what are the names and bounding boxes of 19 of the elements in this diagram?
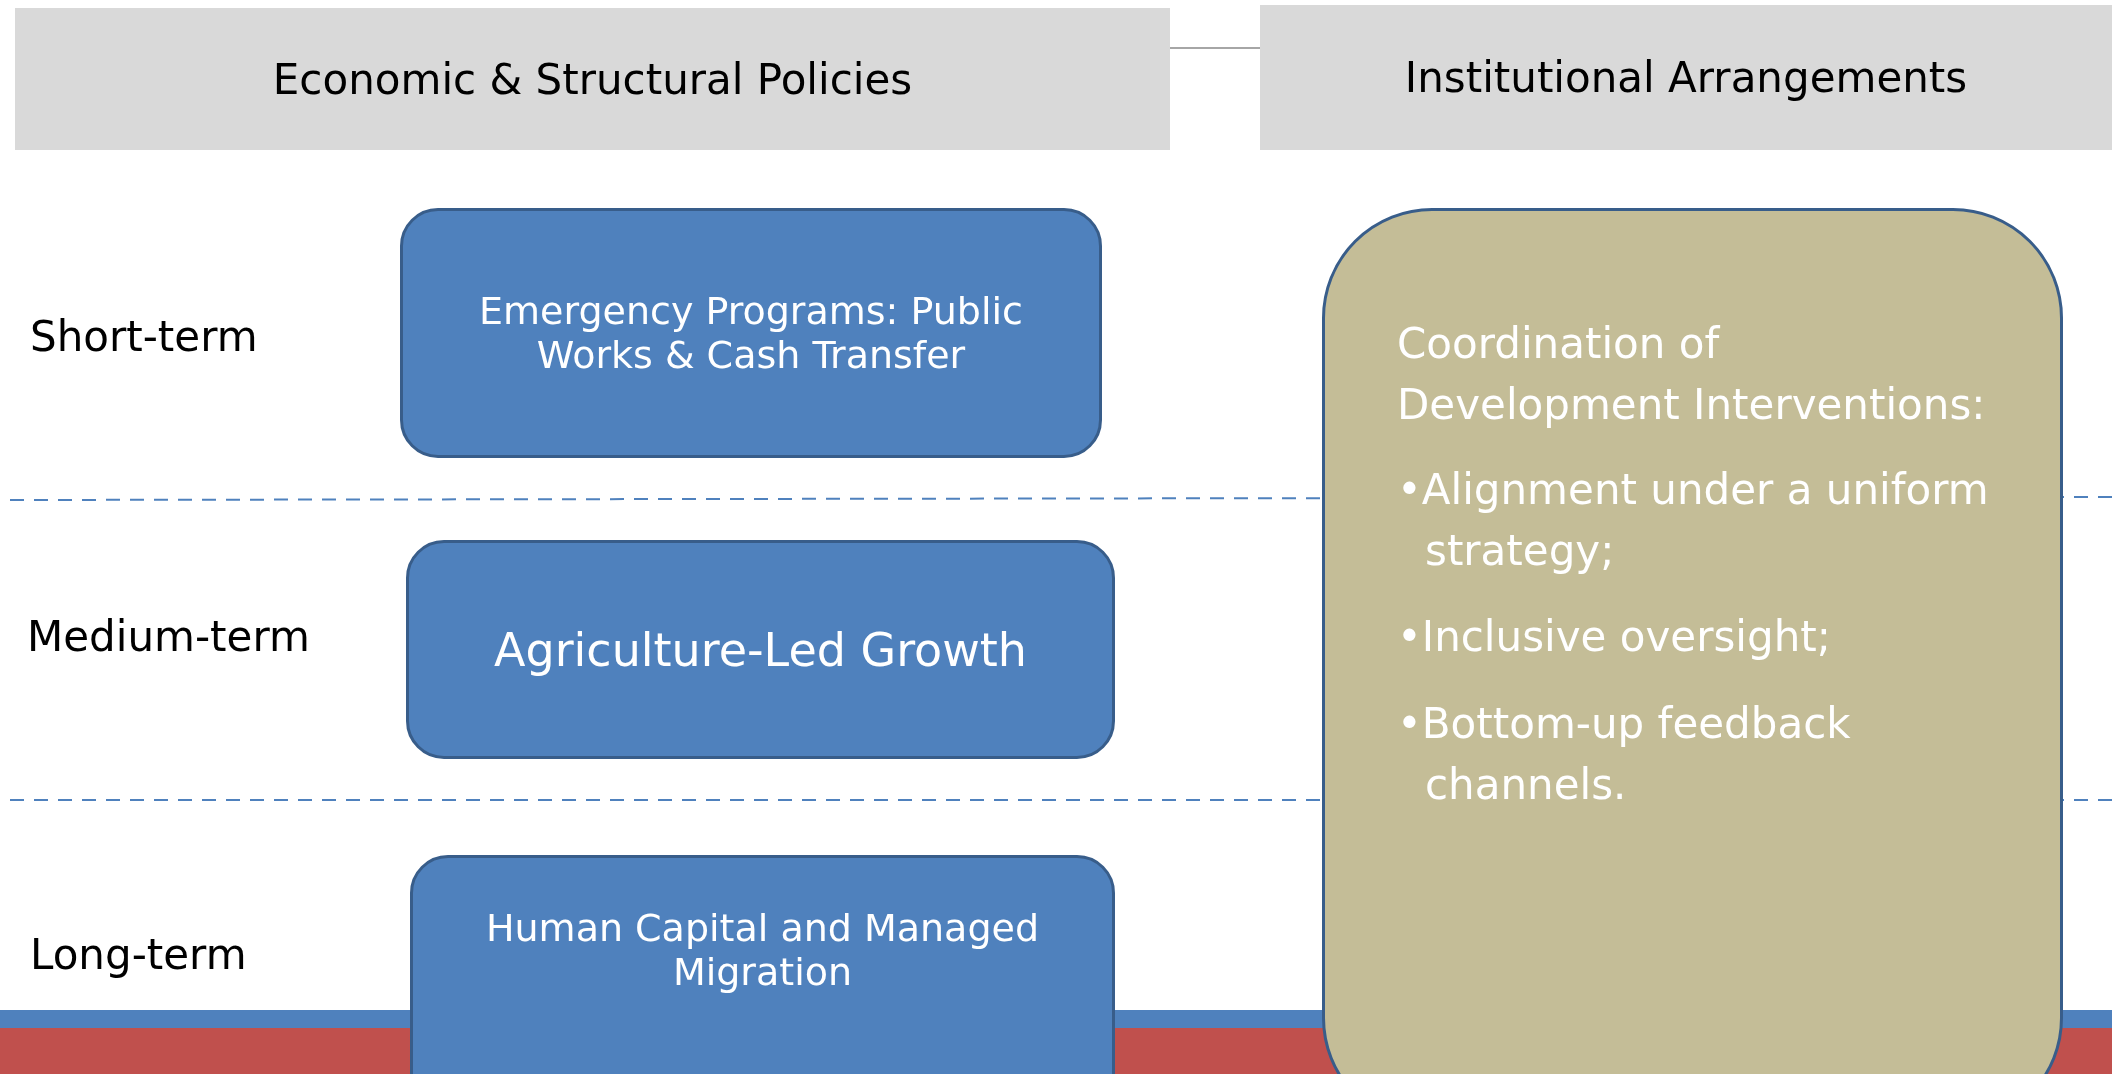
row-label: Medium-term: [27, 612, 310, 661]
header-text: Economic & Structural Policies: [272, 54, 913, 104]
policy-box: [410, 855, 1115, 1074]
row-label: Short-term: [30, 312, 258, 361]
header-text: Institutional Arrangements: [1404, 53, 1968, 102]
bullet-item: •Inclusive oversight;: [1397, 611, 1832, 664]
row-label: Long-term: [30, 930, 247, 979]
connector-line: [1169, 47, 1261, 49]
policy-box: [406, 540, 1115, 759]
arrangement-box: [1322, 208, 2063, 1074]
box-text: Human Capital and Managed Migration: [484, 906, 1041, 994]
box-text: Agriculture-Led Growth: [494, 622, 1027, 677]
column-header: [1260, 5, 2112, 150]
policy-box: [400, 208, 1102, 458]
box-heading: Coordination of Development Interventions:: [1397, 317, 1987, 431]
box-text: Emergency Programs: Public Works & Cash Transfer: [478, 289, 1024, 377]
bullet-item: •Alignment under a uniform strategy;: [1397, 463, 1990, 577]
bullet-item: •Bottom-up feedback channels.: [1397, 698, 1852, 812]
column-header: [15, 8, 1170, 150]
